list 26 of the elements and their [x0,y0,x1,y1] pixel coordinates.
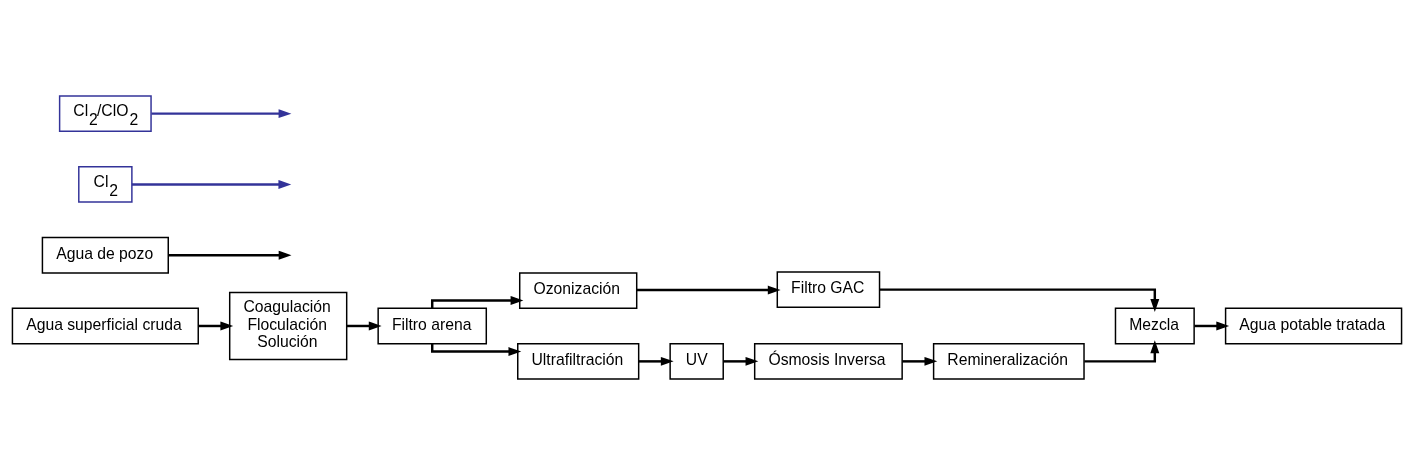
arrow [879,287,1160,312]
node-box: Filtro arena [377,307,488,344]
arrow [1194,321,1230,330]
node-box: Agua de pozo [41,236,169,274]
arrow [638,356,674,366]
node-box: Filtro GAC [776,270,881,308]
arrow [431,295,524,308]
node-box: Ozonización [519,271,638,309]
arrow [723,356,759,366]
arrow [902,356,938,366]
node-box: Agua superficial cruda [11,307,199,344]
node-box: Ósmosis Inversa [753,342,903,380]
arrow [636,285,781,295]
node-box: Mezcla [1114,307,1195,344]
node-box: Agua potable tratada [1224,307,1403,344]
arrow [151,108,292,118]
arrow [198,321,234,330]
node-box: Ultrafiltración [517,342,640,380]
arrow [1084,339,1160,363]
arrow [131,179,292,189]
arrow [431,343,522,356]
node-box: Remineralización [932,342,1085,380]
node-box: Coagulación Floculación Solución [228,291,348,360]
node-box: UV [669,342,724,380]
arrow [168,250,292,260]
arrow [346,321,382,330]
